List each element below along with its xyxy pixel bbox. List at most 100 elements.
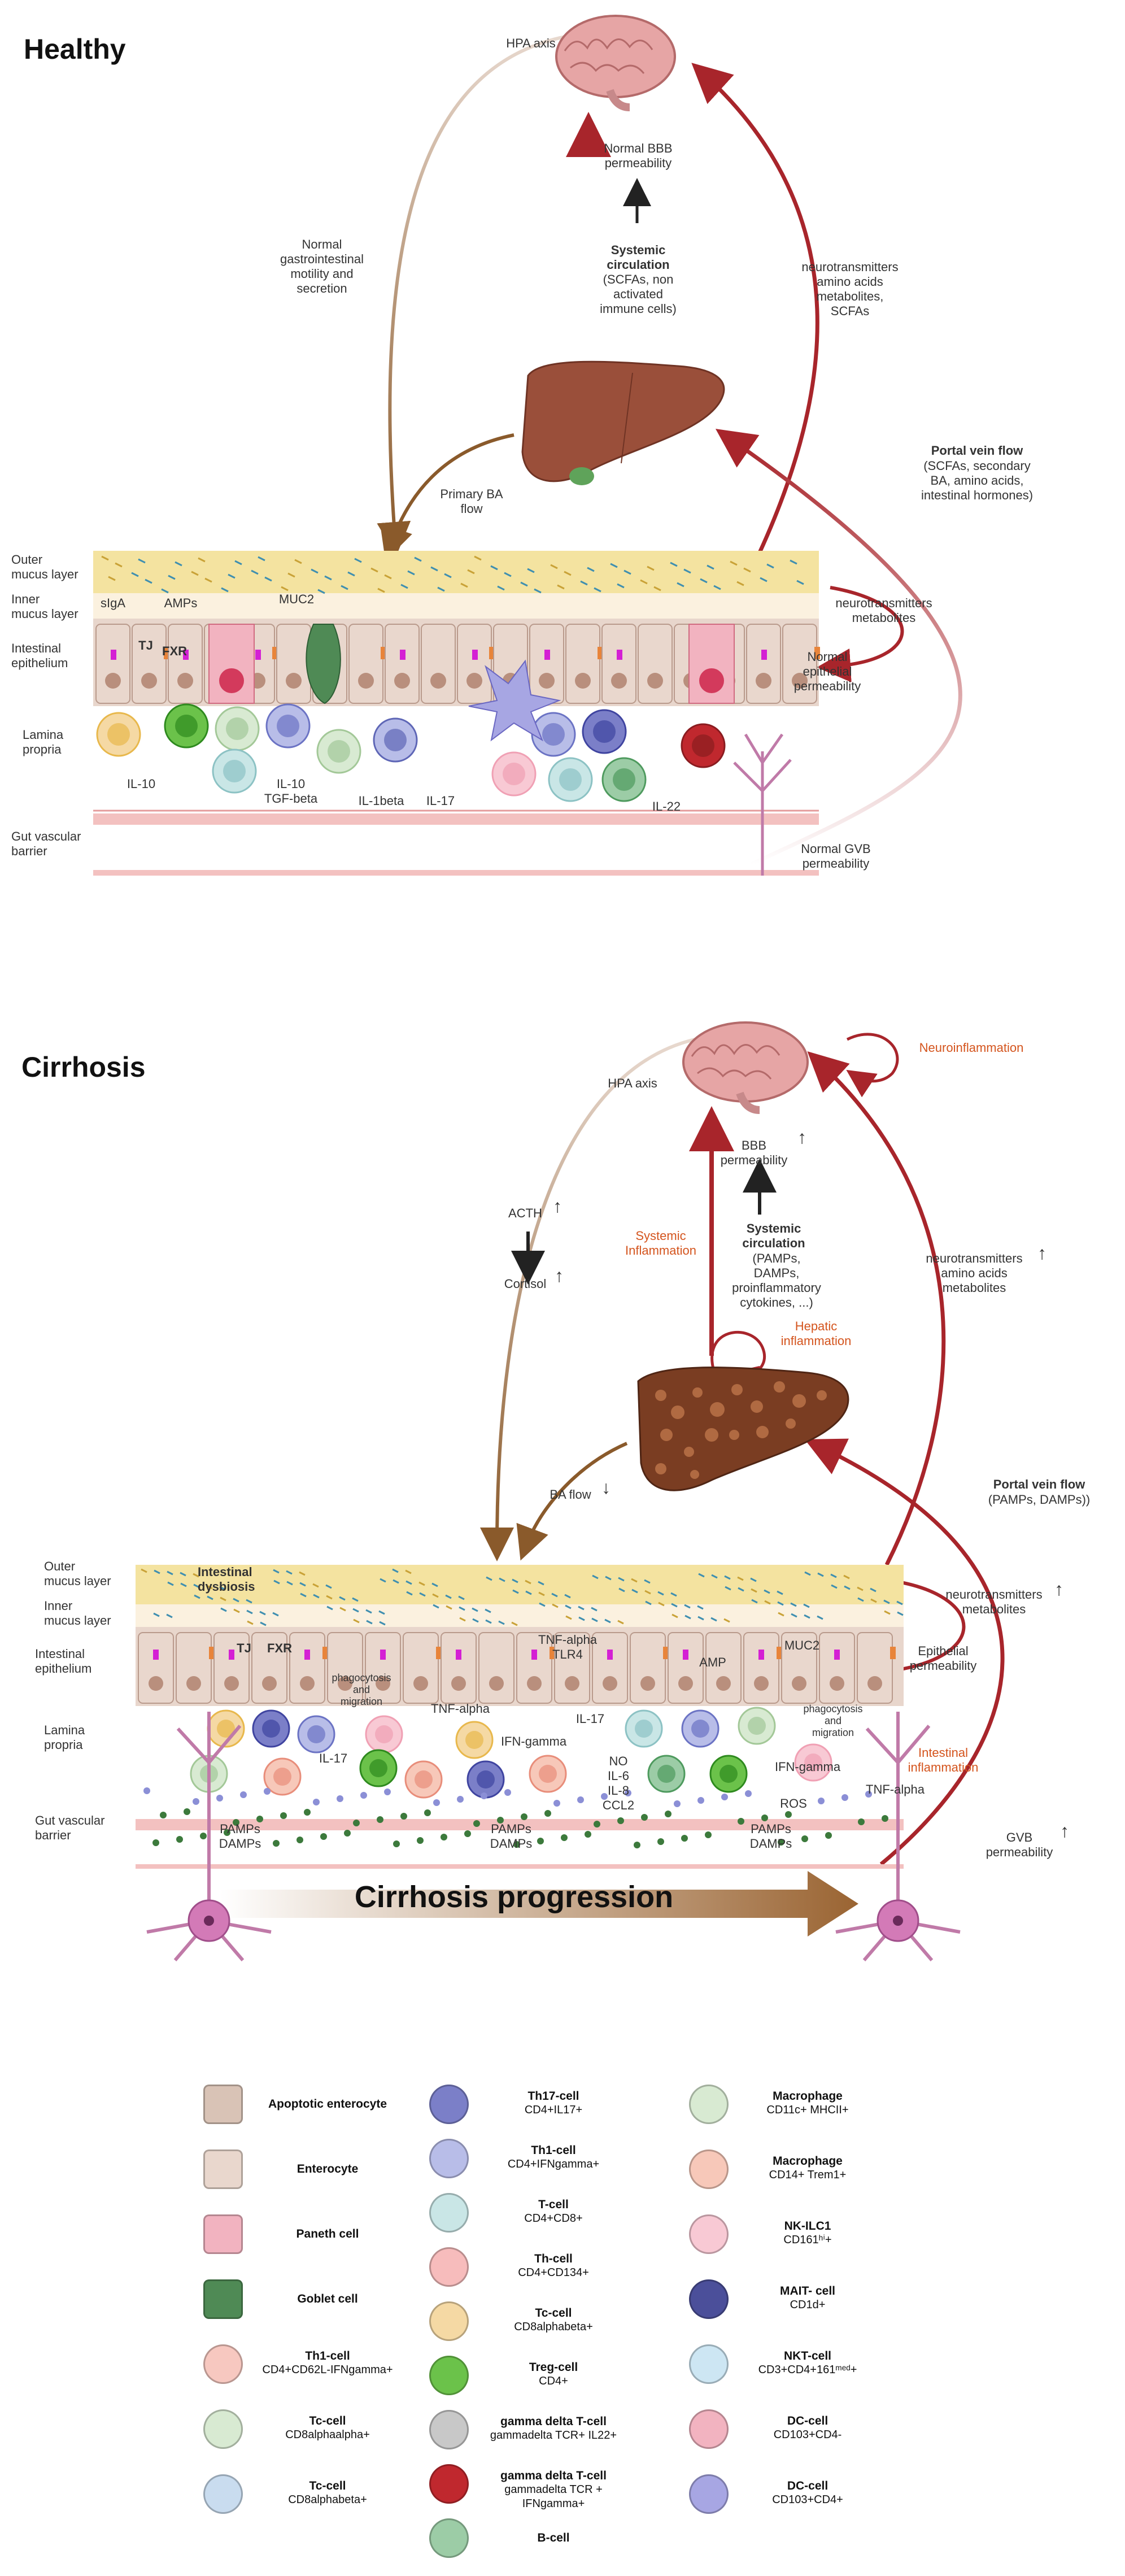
tnf-alpha-b-label: TNF-alpha [866, 1782, 925, 1796]
tnf-tlr4-label: TNF-alpha TLR4 [538, 1633, 597, 1661]
legend-item-name: Th17-cell [527, 2090, 579, 2103]
cirrhosis-fxr-label: FXR [267, 1641, 292, 1655]
normal-epithelial-label: Normal epithelial permeability [793, 650, 861, 693]
intestinal-dysbiosis-label: Intestinal dysbiosis [198, 1565, 255, 1594]
tnf-alpha-a-label: TNF-alpha [431, 1702, 490, 1716]
enterocyte-icon [203, 2149, 243, 2189]
legend-item-name: NKT-cell [783, 2349, 832, 2362]
cirrhosis-hpa-label: HPA axis [608, 1076, 657, 1090]
healthy-lamina-label: Lamina propria [23, 728, 64, 756]
healthy-gut-vascular-label: Gut vascular barrier [11, 829, 81, 858]
ba-flow-down-indicator: ↓ [601, 1477, 611, 1498]
legend-item-marker: CD4+CD134+ [518, 2266, 589, 2279]
legend-item-name: MAIT- cell [779, 2285, 836, 2297]
acth-label: ACTH [508, 1206, 542, 1220]
ba-flow-label: BA flow [550, 1487, 591, 1502]
epithelial-perm-label: Epithelial permeability [909, 1644, 977, 1673]
legend-item-enterocyte: Enterocyte [248, 2162, 407, 2176]
legend-item-name: T-cell [538, 2198, 569, 2211]
phago-right-label: phagocytosis and migration [803, 1703, 863, 1738]
macrophage-cd11c-icon [689, 2085, 729, 2124]
il1beta-label: IL-1beta [358, 794, 404, 808]
healthy-portal-arrow [715, 429, 962, 867]
legend-item-name: Apoptotic enterocyte [268, 2098, 387, 2111]
cirrhosis-muc2-label: MUC2 [784, 1638, 820, 1652]
cirrhosis-systemic-body: (PAMPs, DAMPs, proinflammatory cytokines… [732, 1251, 821, 1309]
cirrhosis-lamina-label: Lamina propria [44, 1723, 85, 1752]
normal-gvb-label: Normal GVB permeability [801, 842, 871, 871]
gamma-delta-t-cell-ifng-icon [429, 2464, 469, 2504]
tc-cell-icon [429, 2301, 469, 2341]
intestinal-inflammation-label: Intestinal inflammation [908, 1746, 979, 1774]
legend-item-name: Goblet cell [297, 2292, 358, 2305]
legend-item-name: Th1-cell [305, 2349, 350, 2362]
goblet-cell-icon [203, 2279, 243, 2319]
il10-label-a: IL-10 [127, 777, 156, 791]
pamps-damps-b-label: PAMPs DAMPs [490, 1822, 533, 1851]
il22-label: IL-22 [652, 799, 681, 813]
legend-item-name: Th-cell [534, 2252, 573, 2265]
dc-cell-cd4neg-icon [689, 2409, 729, 2449]
legend-item-name: NK-ILC1 [784, 2220, 831, 2233]
th17-cell-icon [429, 2085, 469, 2124]
cortisol-label: Cortisol [504, 1277, 547, 1291]
neuroinflammation-label: Neuroinflammation [919, 1041, 1024, 1055]
gamma-delta-t-cell-il22-icon [429, 2410, 469, 2449]
healthy-neuro-metab-label: neurotransmitters metabolites [835, 596, 932, 625]
cirrhosis-outer-mucus-label: Outer mucus layer [44, 1559, 111, 1588]
gvb-up-indicator: ↑ [1060, 1821, 1069, 1841]
tc-cell-cd8ab-icon [203, 2474, 243, 2514]
legend-item-name: Enterocyte [296, 2162, 359, 2175]
neuro-right-up-indicator: ↑ [1037, 1243, 1046, 1263]
bbb-up-indicator: ↑ [797, 1127, 806, 1147]
fxr-label: FXR [162, 644, 187, 658]
legend-item-marker: CD103+CD4- [773, 2429, 842, 2441]
il17-label: IL-17 [426, 794, 455, 808]
cirrhosis-neuro-arrow [807, 1051, 946, 1566]
legend-item-goblet-cell: Goblet cell [248, 2292, 407, 2306]
cirrhosis-inner-mucus-label: Inner mucus layer [44, 1599, 111, 1628]
cirrhosis-portal-title: Portal vein flow [993, 1477, 1085, 1491]
cirrhosis-epithelial-arrow [867, 1580, 966, 1687]
siga-label: sIgA [100, 596, 126, 610]
muc2-label: MUC2 [278, 592, 315, 606]
legend-item-marker: CD8alphabeta+ [514, 2321, 593, 2333]
cirrhosis-bbb-label: BBB permeability [720, 1138, 788, 1167]
neuroinflammation-loop [846, 1033, 899, 1098]
gvb-perm-label: GVB permeability [986, 1830, 1053, 1859]
legend-item-name: DC-cell [787, 2414, 829, 2427]
legend-item-name: Paneth cell [296, 2227, 359, 2240]
healthy-epithelium-label: Intestinal epithelium [11, 641, 68, 670]
acth-up-indicator: ↑ [553, 1196, 562, 1216]
cirrhosis-title: Cirrhosis [21, 1051, 146, 1083]
healthy-primary-ba-arrow [380, 433, 514, 561]
dc-cell-cd4pos-icon [689, 2474, 729, 2514]
legend-item-marker: gammadelta TCR + IFNgamma+ [504, 2483, 603, 2510]
ros-label: ROS [780, 1796, 807, 1811]
legend-item-marker: CD4+CD8+ [524, 2212, 583, 2225]
healthy-title: Healthy [24, 33, 126, 65]
legend-item-name: gamma delta T-cell [500, 2415, 607, 2428]
cirrhosis-neuro-metab-label: neurotransmitters metabolites [945, 1587, 1043, 1616]
legend-item-name: Macrophage [773, 2155, 843, 2168]
hepatic-inflammation-loop [710, 1330, 766, 1394]
healthy-bbb-label: Normal BBB permeability [604, 141, 673, 170]
th-cell-icon [429, 2247, 469, 2287]
legend-item-b-cell: B-cell [474, 2531, 633, 2545]
healthy-neuro-right-label: neurotransmitters amino acids metabolite… [801, 260, 899, 318]
legend-item-marker: CD4+CD62L-IFNgamma+ [262, 2364, 393, 2376]
il17-b-label: IL-17 [575, 1712, 605, 1726]
legend-item-marker: CD14+ Trem1+ [769, 2169, 847, 2181]
legend-item-marker: CD4+ [539, 2375, 568, 2387]
progression-arrow [220, 1871, 858, 1937]
